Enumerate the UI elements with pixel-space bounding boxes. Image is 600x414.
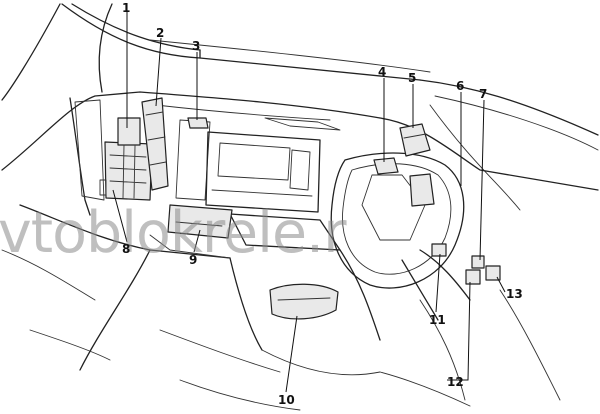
dashboard-outline bbox=[1, 91, 599, 411]
callout-6: 6 bbox=[456, 79, 464, 93]
steering-wheel bbox=[330, 152, 471, 321]
junction-block-1 bbox=[99, 117, 153, 201]
callout-11: 11 bbox=[429, 313, 446, 327]
callout-labels: 1 2 3 4 5 6 7 8 9 10 11 12 13 bbox=[122, 1, 523, 407]
relay-6 bbox=[409, 173, 435, 207]
callout-10: 10 bbox=[278, 393, 295, 407]
ecu-10 bbox=[269, 283, 339, 320]
callout-9: 9 bbox=[189, 253, 197, 267]
callout-1: 1 bbox=[122, 1, 130, 15]
watermark-text: vtoblokrele.r bbox=[0, 200, 347, 266]
callout-13: 13 bbox=[506, 287, 523, 301]
relay-4 bbox=[373, 157, 399, 175]
callout-3: 3 bbox=[192, 39, 200, 53]
callout-7: 7 bbox=[479, 87, 487, 101]
relay-3 bbox=[187, 117, 209, 129]
box-9 bbox=[167, 204, 233, 239]
callout-5: 5 bbox=[408, 71, 416, 85]
relay-11 bbox=[431, 243, 447, 257]
relay-block-2 bbox=[141, 97, 169, 191]
callout-2: 2 bbox=[156, 26, 164, 40]
callout-4: 4 bbox=[378, 65, 386, 79]
relay-12 bbox=[465, 255, 485, 285]
relay-13 bbox=[485, 265, 501, 281]
relay-5 bbox=[399, 123, 431, 157]
callout-12: 12 bbox=[447, 375, 464, 389]
leader-lines bbox=[112, 12, 506, 393]
callout-8: 8 bbox=[122, 242, 130, 256]
